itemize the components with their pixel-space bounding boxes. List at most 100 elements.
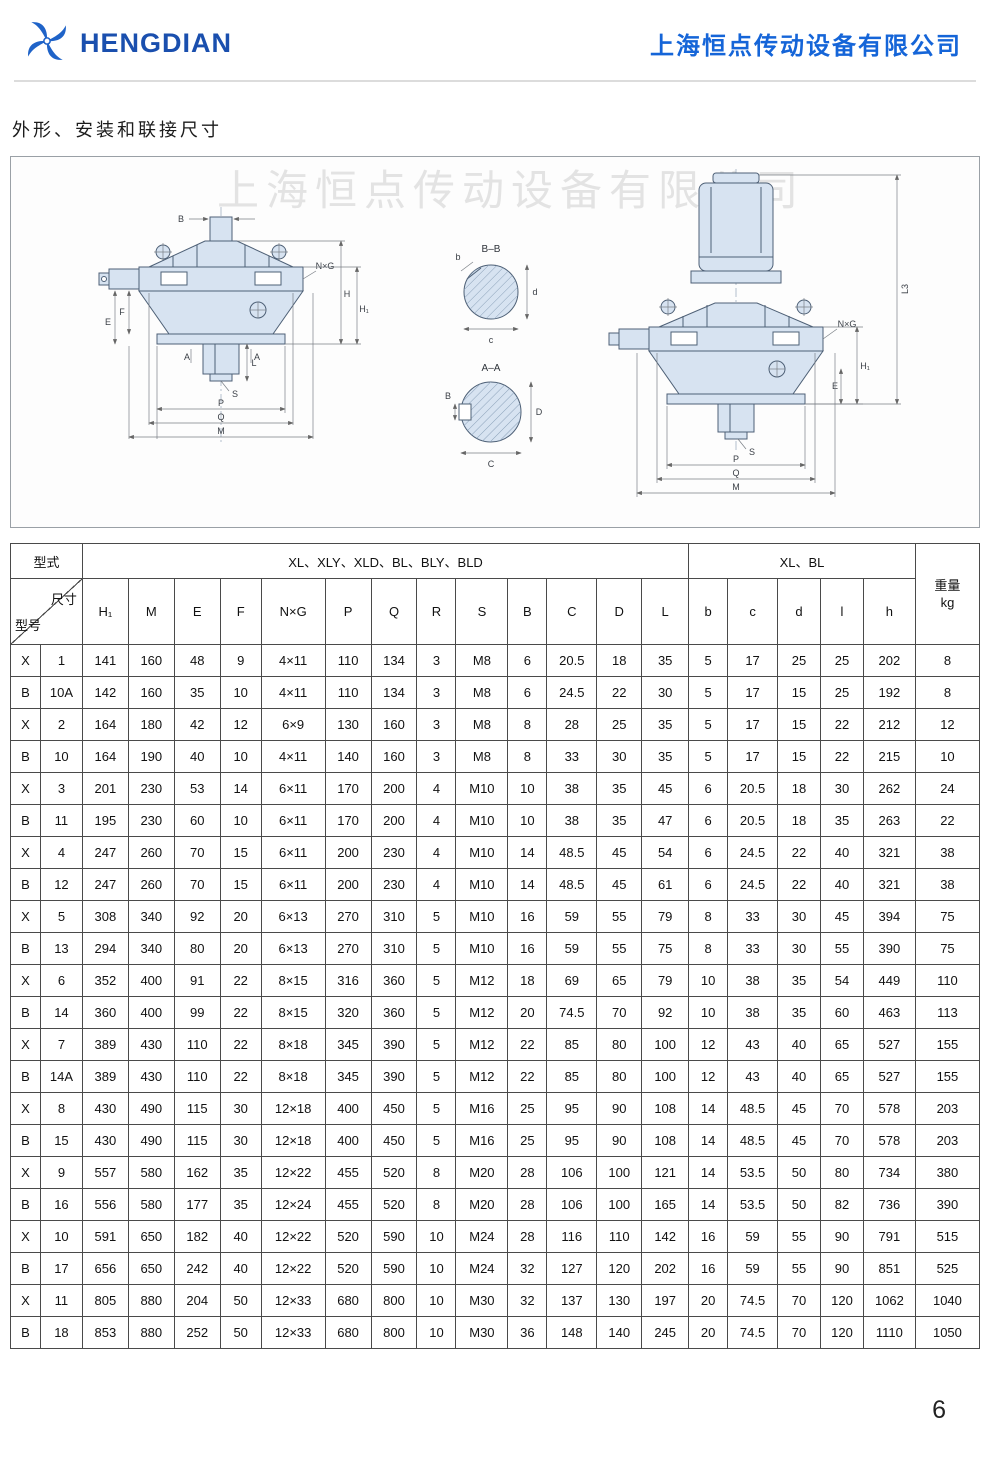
value-cell: 90 xyxy=(596,1124,643,1157)
value-cell: 389 xyxy=(81,1028,129,1061)
value-cell: 230 xyxy=(127,804,175,837)
column-header: C xyxy=(546,578,598,645)
value-cell: 14 xyxy=(688,1092,729,1125)
value-cell: 60 xyxy=(819,996,864,1029)
value-cell: 30 xyxy=(641,676,690,709)
value-cell: 6 xyxy=(507,644,548,677)
value-cell: 200 xyxy=(324,868,372,901)
value-cell: 591 xyxy=(81,1220,129,1253)
value-cell: M12 xyxy=(455,1060,509,1093)
weight-label: 重量 xyxy=(934,578,961,593)
value-cell: 680 xyxy=(324,1284,372,1317)
value-cell: 48.5 xyxy=(546,836,598,869)
type-header-cell: 型式 xyxy=(10,543,83,579)
value-cell: 36 xyxy=(507,1316,548,1349)
value-cell: 390 xyxy=(862,932,916,965)
value-cell: 10 xyxy=(688,964,729,997)
value-cell: 490 xyxy=(127,1124,175,1157)
value-cell: 578 xyxy=(862,1124,916,1157)
value-cell: 18 xyxy=(507,964,548,997)
value-cell: 20 xyxy=(688,1284,729,1317)
value-cell: M30 xyxy=(455,1316,509,1349)
dim-label-c-sec: c xyxy=(489,335,494,345)
value-cell: 10 xyxy=(219,676,262,709)
value-cell: 50 xyxy=(777,1156,821,1189)
value-cell: 17 xyxy=(727,708,779,741)
value-cell: 130 xyxy=(324,708,372,741)
value-cell: 5 xyxy=(416,996,457,1029)
value-cell: 164 xyxy=(81,708,129,741)
dimension-drawings: 上海恒点传动设备有限公司 B xyxy=(10,156,980,528)
value-cell: 5 xyxy=(416,1028,457,1061)
logo: HENGDIAN xyxy=(24,18,232,69)
value-cell: 108 xyxy=(641,1092,690,1125)
value-cell: 70 xyxy=(777,1284,821,1317)
value-cell: 8×18 xyxy=(260,1060,326,1093)
value-cell: 527 xyxy=(862,1060,916,1093)
value-cell: 16 xyxy=(507,932,548,965)
value-cell: 212 xyxy=(862,708,916,741)
value-cell: 165 xyxy=(641,1188,690,1221)
value-cell: 127 xyxy=(546,1252,598,1285)
series-cell: B xyxy=(10,1188,41,1221)
value-cell: 463 xyxy=(862,996,916,1029)
value-cell: 38 xyxy=(727,996,779,1029)
value-cell: 12×22 xyxy=(260,1156,326,1189)
value-cell: 18 xyxy=(777,772,821,805)
column-header: l xyxy=(819,578,864,645)
value-cell: 70 xyxy=(819,1092,864,1125)
dim-label-b-top: B xyxy=(178,214,184,224)
dim-label-l: L xyxy=(251,358,256,368)
value-cell: 5 xyxy=(416,900,457,933)
value-cell: 45 xyxy=(777,1092,821,1125)
series-cell: X xyxy=(10,1092,41,1125)
value-cell: 203 xyxy=(914,1124,981,1157)
value-cell: 121 xyxy=(641,1156,690,1189)
value-cell: 48.5 xyxy=(727,1124,779,1157)
dim-label-nxg: N×G xyxy=(316,261,335,271)
value-cell: M8 xyxy=(455,740,509,773)
value-cell: 851 xyxy=(862,1252,916,1285)
value-cell: M24 xyxy=(455,1252,509,1285)
value-cell: 14 xyxy=(688,1188,729,1221)
model-cell: 18 xyxy=(39,1316,83,1349)
value-cell: 25 xyxy=(507,1092,548,1125)
value-cell: 230 xyxy=(127,772,175,805)
value-cell: 400 xyxy=(324,1124,372,1157)
value-cell: 5 xyxy=(688,708,729,741)
value-cell: 110 xyxy=(173,1028,221,1061)
value-cell: 5 xyxy=(416,964,457,997)
value-cell: 35 xyxy=(641,708,690,741)
value-cell: 340 xyxy=(127,932,175,965)
value-cell: 69 xyxy=(546,964,598,997)
value-cell: 4×11 xyxy=(260,676,326,709)
value-cell: 50 xyxy=(219,1316,262,1349)
value-cell: 6 xyxy=(688,772,729,805)
series-cell: X xyxy=(10,1284,41,1317)
value-cell: 106 xyxy=(546,1188,598,1221)
model-cell: 12 xyxy=(39,868,83,901)
value-cell: 38 xyxy=(546,772,598,805)
value-cell: 4×11 xyxy=(260,644,326,677)
value-cell: 55 xyxy=(596,900,643,933)
value-cell: 22 xyxy=(507,1060,548,1093)
value-cell: 14 xyxy=(507,868,548,901)
value-cell: 25 xyxy=(507,1124,548,1157)
value-cell: 45 xyxy=(596,836,643,869)
value-cell: 92 xyxy=(173,900,221,933)
value-cell: 54 xyxy=(819,964,864,997)
dim-label-h1: H₁ xyxy=(359,304,369,314)
diagonal-divider xyxy=(11,579,82,644)
value-cell: 24.5 xyxy=(546,676,598,709)
value-cell: 55 xyxy=(777,1220,821,1253)
value-cell: 8×15 xyxy=(260,996,326,1029)
value-cell: 310 xyxy=(370,932,418,965)
value-cell: 120 xyxy=(819,1284,864,1317)
value-cell: 8 xyxy=(688,932,729,965)
value-cell: 43 xyxy=(727,1060,779,1093)
value-cell: 8 xyxy=(507,740,548,773)
value-cell: 8 xyxy=(416,1188,457,1221)
value-cell: 1040 xyxy=(914,1284,981,1317)
